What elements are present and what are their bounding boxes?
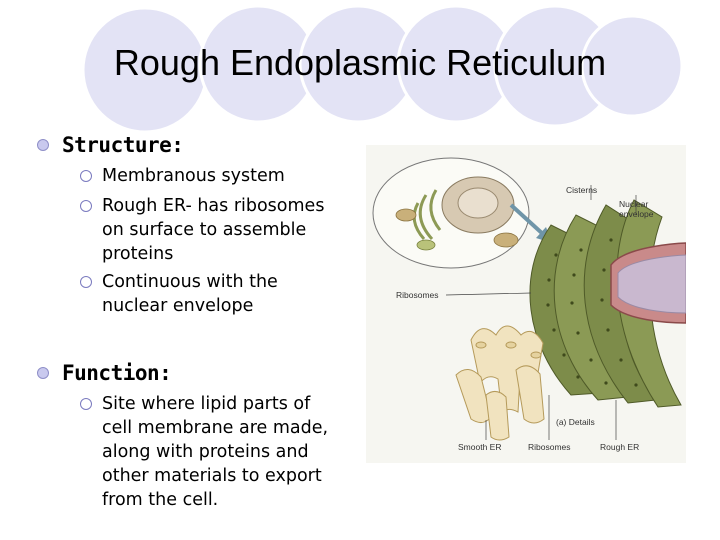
item-line: proteins — [102, 244, 174, 264]
function-heading: Function: — [62, 361, 172, 385]
item-line: from the cell. — [102, 490, 219, 510]
item-line: Continuous with the — [102, 272, 278, 292]
er-diagram: Cisterns Nuclear envelope Ribosomes (a) … — [372, 157, 687, 452]
slide-title: Rough Endoplasmic Reticulum — [113, 42, 607, 83]
cell-sketch — [372, 157, 530, 269]
item-line: nuclear envelope — [102, 296, 254, 316]
item-line: on surface to assemble — [102, 220, 307, 240]
function-heading-row: Function: — [37, 361, 172, 385]
item-line: Rough ER- has ribosomes — [102, 196, 325, 216]
label-details: (a) Details — [556, 417, 595, 427]
item-line: Membranous system — [102, 166, 285, 186]
structure-item-3: Continuous with the nuclear envelope — [80, 270, 362, 318]
er-illustration: Cisterns Nuclear envelope Ribosomes (a) … — [366, 145, 687, 463]
structure-heading-row: Structure: — [37, 133, 184, 157]
structure-item-2: Rough ER- has ribosomes on surface to as… — [80, 194, 362, 266]
item-line: along with proteins and — [102, 442, 309, 462]
structure-item-1: Membranous system — [80, 164, 362, 188]
pointer-arrow — [509, 203, 546, 237]
label-cisterns: Cisterns — [566, 185, 597, 195]
decorative-circles — [81, 4, 684, 134]
bullet-icon — [37, 139, 49, 151]
item-line: cell membrane are made, — [102, 418, 329, 438]
label-ribosomes: Ribosomes — [396, 290, 439, 300]
structure-heading: Structure: — [62, 133, 184, 157]
label-envelope: envelope — [619, 209, 654, 219]
label-ribosomes-bottom: Ribosomes — [528, 442, 571, 452]
smooth-er — [455, 325, 545, 441]
ring-bullet-icon — [80, 276, 92, 288]
ring-bullet-icon — [80, 200, 92, 212]
ribosome-dots — [546, 238, 638, 387]
function-item-1: Site where lipid parts of cell membrane … — [80, 392, 362, 512]
bullet-icon — [37, 367, 49, 379]
label-nuclear: Nuclear — [619, 199, 648, 209]
label-rough-er: Rough ER — [600, 442, 639, 452]
item-line: other materials to export — [102, 466, 322, 486]
nucleus — [610, 242, 687, 324]
item-line: Site where lipid parts of — [102, 394, 311, 414]
ring-bullet-icon — [80, 170, 92, 182]
leader-lines — [445, 185, 637, 440]
label-smooth-er: Smooth ER — [458, 442, 501, 452]
ring-bullet-icon — [80, 398, 92, 410]
